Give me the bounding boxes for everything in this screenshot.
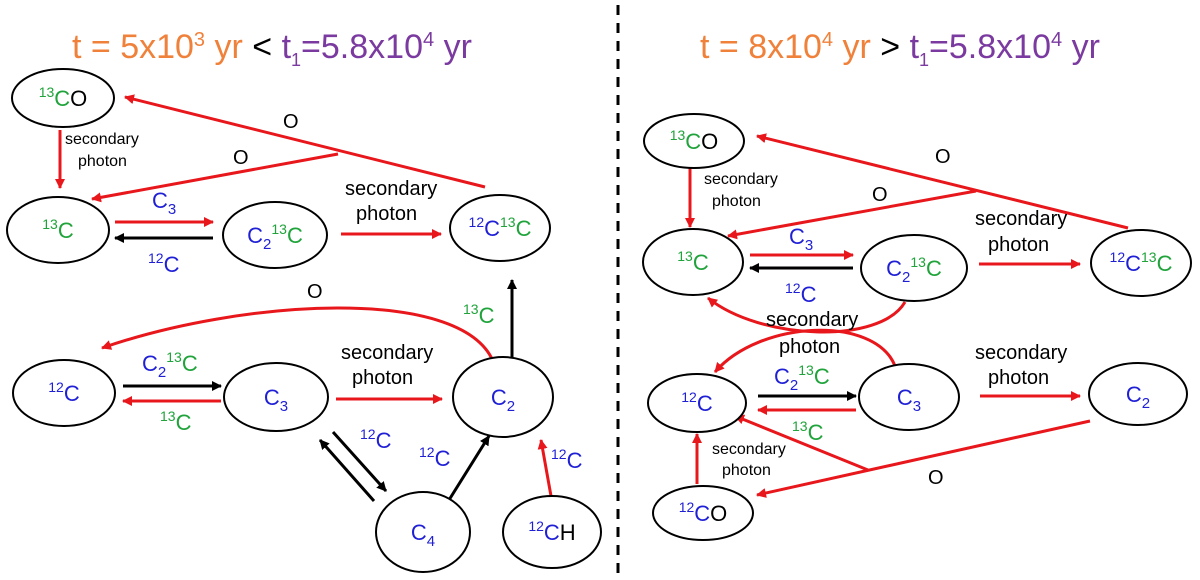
node-l-c2: C2	[452, 356, 554, 438]
node-l-c3: C3	[223, 362, 329, 432]
edge-12ch-to-c2	[537, 439, 553, 497]
svg-text:C3: C3	[264, 385, 288, 415]
edge-r-branch-to-13c	[727, 189, 977, 240]
svg-text:12CO: 12CO	[679, 499, 728, 526]
label-12c-l4: 12C	[551, 446, 583, 473]
label-12c-r1: 12C	[785, 280, 817, 307]
label-secondary-r2: secondary	[975, 208, 1067, 230]
label-o-r1: O	[935, 146, 951, 168]
svg-text:C2: C2	[1126, 382, 1150, 412]
node-l-c4: C4	[375, 491, 471, 573]
left-title: t = 5x103 yr < t1=5.8x104 yr	[72, 28, 472, 70]
edge-c2-to-12c-curve	[101, 306, 495, 362]
svg-text:C4: C4	[411, 520, 435, 550]
label-o-r3: O	[928, 467, 944, 489]
svg-text:C213C: C213C	[886, 254, 942, 286]
svg-text:13C: 13C	[677, 248, 709, 275]
label-photon-r2: photon	[988, 234, 1049, 256]
label-o-l3: O	[307, 281, 323, 303]
svg-text:12C: 12C	[48, 379, 80, 406]
node-r-c213c: C213C	[860, 234, 968, 302]
node-l-12c13c: 12C13C	[449, 194, 551, 262]
label-o-r2: O	[872, 184, 888, 206]
label-c213c-r1: C213C	[774, 362, 830, 394]
label-photon-l1: photon	[78, 153, 127, 170]
svg-text:12C13C: 12C13C	[469, 214, 532, 241]
label-12c-l2: 12C	[360, 426, 392, 453]
edge-r-branch-to-12c	[734, 414, 869, 472]
node-l-12c: 12C	[12, 359, 116, 427]
label-secondary-l3: secondary	[341, 342, 433, 364]
label-secondary-r1: secondary	[704, 171, 778, 188]
node-r-13co: 13CO	[643, 113, 745, 169]
node-r-c3: C3	[858, 363, 960, 431]
label-12c-l1: 12C	[148, 250, 180, 277]
left-title-time: t = 5x103 yr	[72, 28, 243, 66]
label-13c-l1: 13C	[463, 301, 495, 328]
node-l-13c: 13C	[6, 196, 110, 264]
edge-r-12c13c-to-13co	[756, 133, 1129, 230]
label-photon-r4: photon	[988, 367, 1049, 389]
node-r-c2: C2	[1088, 362, 1188, 426]
label-13c-r1: 13C	[792, 418, 824, 445]
node-l-12ch: 12CH	[502, 495, 602, 569]
label-photon-l3: photon	[352, 367, 413, 389]
label-12c-l3: 12C	[419, 444, 451, 471]
svg-text:13C: 13C	[42, 216, 74, 243]
label-o-l1: O	[283, 111, 299, 133]
edge-r-c213c-to-13c-curve	[707, 296, 907, 334]
label-photon-r3: photon	[779, 336, 840, 358]
svg-text:12C: 12C	[681, 389, 713, 416]
node-l-c213c: C213C	[222, 201, 328, 269]
node-l-13co: 13CO	[11, 68, 115, 128]
label-c3-l1: C3	[152, 188, 176, 218]
svg-text:13CO: 13CO	[670, 127, 719, 154]
label-o-l2: O	[233, 147, 249, 169]
node-r-12c: 12C	[647, 373, 747, 433]
label-photon-r1: photon	[712, 193, 761, 210]
svg-text:C2: C2	[491, 385, 515, 415]
node-r-12co: 12CO	[652, 485, 754, 541]
svg-text:C213C: C213C	[247, 221, 303, 253]
svg-text:C3: C3	[897, 385, 921, 415]
edge-r-c2-to-12co	[756, 419, 1091, 498]
label-photon-l2: photon	[356, 203, 417, 225]
node-r-12c13c: 12C13C	[1090, 229, 1192, 297]
label-13c-l2: 13C	[160, 408, 192, 435]
label-secondary-r4: secondary	[975, 342, 1067, 364]
edge-r-c3-to-12c-curve	[713, 328, 897, 373]
right-title: t = 8x104 yr > t1=5.8x104 yr	[700, 28, 1100, 70]
label-photon-r5: photon	[722, 462, 771, 479]
label-c213c-l1: C213C	[142, 349, 198, 381]
edge-c4-to-c2	[447, 435, 491, 501]
svg-text:12CH: 12CH	[528, 518, 575, 545]
label-secondary-l1: secondary	[65, 131, 139, 148]
svg-text:13CO: 13CO	[39, 84, 88, 111]
edge-c3-to-c4	[331, 430, 388, 493]
edge-c4-to-c3	[318, 439, 376, 502]
edge-branch-to-13c	[91, 152, 339, 203]
label-secondary-r5: secondary	[712, 441, 786, 458]
label-c3-r1: C3	[789, 224, 813, 254]
label-secondary-l2: secondary	[345, 178, 437, 200]
edge-12c13c-to-13co	[124, 94, 486, 189]
label-secondary-r3: secondary	[766, 309, 858, 331]
node-r-13c: 13C	[642, 228, 744, 296]
svg-text:12C13C: 12C13C	[1110, 249, 1173, 276]
